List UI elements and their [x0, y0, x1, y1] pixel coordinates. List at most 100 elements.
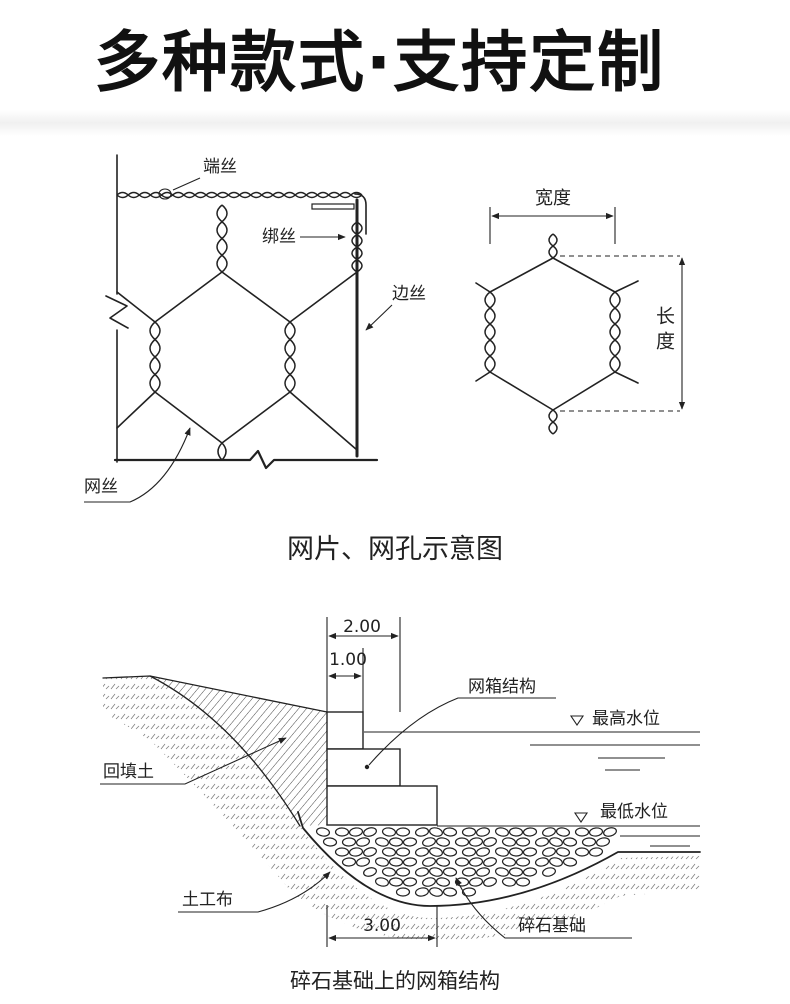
- gravel-stone: [429, 827, 443, 837]
- gravel-stone: [374, 857, 390, 867]
- gravel-stone: [468, 837, 484, 847]
- leader-backfill: [100, 737, 287, 785]
- label-gravel-foundation: 碎石基础: [518, 916, 586, 936]
- gravel-stone: [355, 837, 371, 847]
- gravel-stone: [475, 847, 491, 857]
- gravel-stone: [508, 867, 524, 877]
- geotextile-line: [297, 811, 701, 907]
- twist-strand: [116, 191, 363, 199]
- label-geotextile: 土工布: [182, 890, 233, 910]
- mesh-opening: 宽度: [475, 188, 686, 435]
- gravel-stone: [395, 847, 411, 857]
- twist-strand: [216, 204, 228, 273]
- gravel-stone: [429, 867, 443, 877]
- gravel-stone: [603, 827, 617, 837]
- panel-left-break: [105, 295, 129, 329]
- gravel-stone: [595, 837, 611, 847]
- mesh-twist-top: [216, 204, 228, 273]
- leader-geotextile: [178, 871, 331, 913]
- gravel-stone: [555, 847, 571, 857]
- gravel-stone: [522, 867, 538, 877]
- gravel-stone: [402, 837, 418, 847]
- gravel-stone: [549, 837, 563, 847]
- gravel-stone: [334, 847, 350, 857]
- gravel-stone: [468, 877, 484, 887]
- gravel-stone: [363, 847, 377, 857]
- gravel-stone: [422, 857, 436, 867]
- gravel-stone: [562, 837, 578, 847]
- twist-strand: [221, 442, 227, 461]
- gravel-stone: [461, 867, 477, 877]
- gravel-stone: [494, 847, 510, 857]
- gabion-leader-dot: [364, 764, 370, 770]
- gravel-stone: [508, 827, 524, 837]
- gravel-stone: [395, 827, 411, 837]
- label-binding-wire: 绑丝: [262, 227, 296, 247]
- twist-strand: [548, 233, 558, 259]
- gravel-stone: [588, 827, 604, 837]
- twist-strand: [484, 291, 496, 373]
- opening-twist-top: [548, 233, 558, 259]
- natural-soil: [103, 676, 700, 941]
- gravel-stone: [534, 857, 550, 867]
- gravel-stone: [341, 837, 357, 847]
- label-length: 长度: [653, 306, 675, 356]
- gabion-box-top: [326, 711, 364, 750]
- gravel-stone: [414, 847, 430, 857]
- twist-strand: [548, 409, 558, 435]
- gravel-stone: [555, 827, 571, 837]
- backfill-soil: [150, 676, 327, 826]
- gravel-stone: [461, 847, 477, 857]
- gravel-stone: [348, 827, 364, 837]
- gravel-stone: [315, 827, 331, 837]
- gravel-stone: [542, 867, 556, 877]
- gravel-stone: [381, 847, 397, 857]
- gravel-stone: [542, 847, 556, 857]
- gravel-stone: [549, 857, 563, 867]
- leader-gravel-foundation: [455, 877, 632, 939]
- low-water-lines: [437, 825, 700, 847]
- twist-strand: [609, 291, 621, 373]
- mesh-twist-right: [284, 321, 296, 393]
- leader-end-wire: [172, 177, 201, 191]
- label-width: 宽度: [535, 188, 571, 209]
- label-gabion: 网箱结构: [468, 677, 536, 697]
- leader-gabion: [368, 697, 556, 766]
- high-water-lines: [364, 731, 700, 771]
- width-extension-lines: [489, 207, 616, 244]
- gravel-stone: [454, 857, 470, 867]
- label-backfill: 回填土: [103, 762, 154, 782]
- gravel-stone: [388, 837, 404, 847]
- leader-edge-wire: [365, 304, 393, 331]
- mesh-panel: 端丝 绑丝 边丝 网丝: [84, 154, 426, 503]
- gravel-stone: [442, 827, 458, 837]
- high-water-symbol: [569, 715, 585, 726]
- gabion-box-middle: [326, 748, 401, 787]
- binding-wire-twist: [351, 221, 363, 273]
- gravel-stone: [388, 877, 404, 887]
- mesh-twist-bottom: [217, 442, 227, 461]
- gravel-stone: [508, 847, 524, 857]
- gravel-stone: [402, 857, 418, 867]
- dimension-base-width: 3.00: [363, 916, 401, 936]
- gravel-stone: [468, 857, 484, 867]
- gravel-stone: [483, 857, 497, 867]
- gravel-stone: [402, 877, 418, 887]
- gravel-stone: [429, 847, 443, 857]
- twist-strand: [284, 321, 296, 393]
- low-water-symbol: [573, 812, 589, 823]
- gravel-stone: [588, 847, 604, 857]
- mesh-wire-segments: [116, 271, 358, 451]
- gravel-stone: [435, 837, 451, 847]
- twist-strand: [351, 221, 363, 273]
- caption-gabion: 碎石基础上的网箱结构: [290, 969, 500, 993]
- gravel-stone: [454, 837, 470, 847]
- gravel-stone: [348, 847, 364, 857]
- gravel-stone: [501, 857, 517, 867]
- label-low-water: 最低水位: [600, 802, 668, 822]
- gravel-stone: [442, 887, 458, 897]
- gravel-stone: [494, 827, 510, 837]
- opening-hexagon-wires: [475, 257, 639, 411]
- gravel-stone: [422, 877, 436, 887]
